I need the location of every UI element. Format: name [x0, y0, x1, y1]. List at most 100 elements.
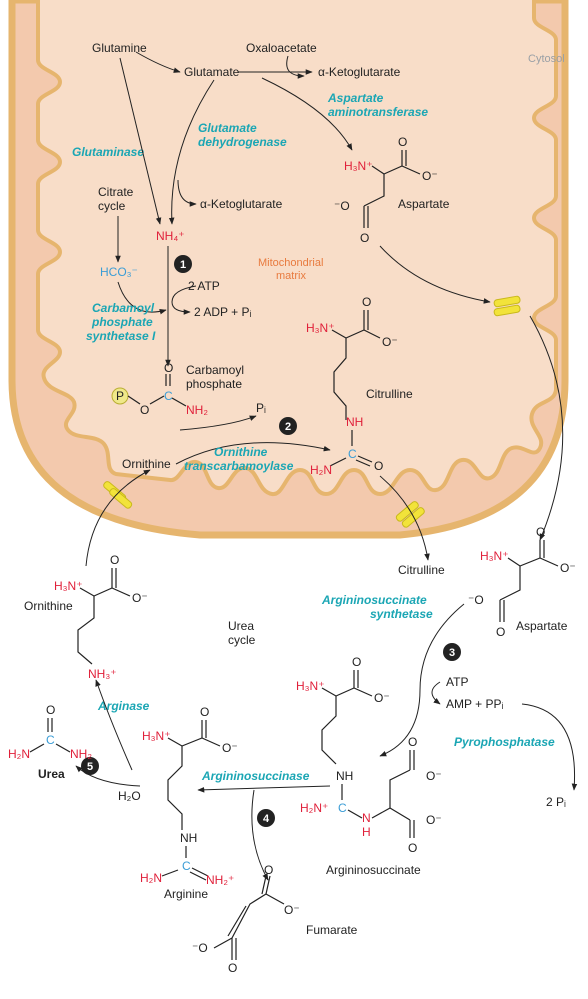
two-pi-label: 2 Pᵢ: [546, 795, 566, 809]
step-5-marker: [81, 757, 99, 775]
urea-label: Urea: [38, 767, 65, 781]
transporter-ornithine: [103, 481, 133, 509]
water-label: H₂O: [118, 789, 141, 803]
glutamate-label: Glutamate: [184, 65, 240, 79]
aspartate-aminotransferase-label-1: Aspartate: [327, 91, 384, 105]
ornithine-cytosol-structure: H₃N⁺ O O⁻ NH₃⁺: [54, 553, 148, 681]
transporter-aspartate: [493, 295, 521, 317]
svg-text:O: O: [408, 735, 417, 749]
arrow-glutamate-nh4: [168, 79, 215, 225]
citrulline-mito-label: Citrulline: [366, 387, 413, 401]
svg-text:O: O: [352, 655, 361, 669]
urea-cycle-label-2: cycle: [228, 633, 256, 647]
svg-text:⁻O: ⁻O: [192, 941, 208, 955]
step-4-marker: [257, 809, 275, 827]
atp-label: ATP: [446, 675, 468, 689]
glutamate-dehydrogenase-label-2: dehydrogenase: [198, 135, 287, 149]
svg-text:O: O: [140, 403, 149, 417]
svg-text:O: O: [536, 525, 545, 539]
svg-text:O: O: [362, 295, 371, 309]
svg-text:NH₂: NH₂: [70, 747, 92, 761]
urea-cycle-label-1: Urea: [228, 619, 254, 633]
arrow-to-akg2: [177, 179, 197, 207]
carbamoyl-phosphate-label-2: phosphate: [186, 377, 242, 391]
carbamoyl-phosphate-label-1: Carbamoyl: [186, 363, 244, 377]
svg-text:H₂N: H₂N: [310, 463, 332, 477]
arrow-glutamine-glutamate: [135, 51, 181, 73]
oxaloacetate-label: Oxaloacetate: [246, 41, 317, 55]
matrix-label-1: Mitochondrial: [258, 257, 323, 269]
svg-text:H₃N⁺: H₃N⁺: [54, 579, 83, 593]
aspartate-mito-structure: H₃N⁺ O O⁻ ⁻O O: [334, 135, 438, 245]
svg-text:⁻O: ⁻O: [468, 593, 484, 607]
svg-text:O: O: [164, 361, 173, 375]
citrulline-mito-structure: H₃N⁺ O O⁻ NH C O H₂N: [306, 295, 398, 477]
svg-text:O: O: [200, 705, 209, 719]
urea-structure: O C H₂N NH₂: [8, 703, 92, 761]
svg-text:O⁻: O⁻: [426, 813, 442, 827]
svg-text:O: O: [408, 841, 417, 855]
arrow-to-argininosuccinate: [379, 603, 465, 757]
arrow-release-pi: [179, 415, 257, 431]
argininosuccinate-structure: H₃N⁺ O O⁻ NH C H₂N⁺ N H O O⁻ O O⁻: [296, 655, 442, 855]
arrow-atp-amp: [431, 681, 441, 705]
bicarbonate-label: HCO₃⁻: [100, 265, 138, 279]
otc-label-2: transcarbamoylase: [184, 459, 294, 473]
arrow-arginine-ornithine: [95, 679, 133, 771]
cps-label-2: phosphate: [91, 315, 153, 329]
arrow-aspartate-cytosol: [529, 315, 564, 541]
aspartate-cytosol-structure: H₃N⁺ O O⁻ ⁻O O: [468, 525, 576, 639]
step-4-number: 4: [263, 813, 270, 825]
step-3-number: 3: [449, 647, 455, 659]
cytosol-label: Cytosol: [528, 53, 565, 65]
arrow-to-fumarate: [251, 789, 269, 881]
svg-text:NH₂: NH₂: [186, 403, 208, 417]
svg-text:O: O: [398, 135, 407, 149]
arrow-to-urea: [75, 765, 141, 787]
arrow-glutamine-nh4: [119, 57, 162, 225]
amp-ppi-label: AMP + PPᵢ: [446, 697, 503, 711]
svg-text:NH₂⁺: NH₂⁺: [206, 873, 234, 887]
svg-text:O⁻: O⁻: [374, 691, 390, 705]
svg-text:C: C: [182, 859, 191, 873]
glutaminase-label: Glutaminase: [72, 145, 144, 159]
svg-text:H₃N⁺: H₃N⁺: [306, 321, 335, 335]
svg-text:H: H: [362, 825, 371, 839]
svg-text:C: C: [338, 801, 347, 815]
alpha-ketoglutarate-lower-label: α-Ketoglutarate: [200, 197, 283, 211]
svg-text:O: O: [374, 459, 383, 473]
step-5-number: 5: [87, 761, 93, 773]
ornithine-mito-label: Ornithine: [122, 457, 171, 471]
citrulline-cytosol-label: Citrulline: [398, 563, 445, 577]
step-1-number: 1: [180, 259, 186, 271]
arginine-structure: H₃N⁺ O O⁻ NH C H₂N NH₂⁺: [140, 705, 238, 887]
citrate-cycle-label-2: cycle: [98, 199, 126, 213]
two-atp-label: 2 ATP: [188, 279, 220, 293]
pyrophosphatase-label: Pyrophosphatase: [454, 735, 555, 749]
ornithine-cytosol-label: Ornithine: [24, 599, 73, 613]
svg-text:O⁻: O⁻: [132, 591, 148, 605]
svg-text:H₃N⁺: H₃N⁺: [296, 679, 325, 693]
ammonium-label: NH₄⁺: [156, 229, 185, 243]
svg-text:C: C: [164, 389, 173, 403]
svg-text:O: O: [228, 961, 237, 975]
svg-text:O: O: [264, 863, 273, 877]
aspartate-mito-label: Aspartate: [398, 197, 450, 211]
arrow-ornithine-import: [85, 469, 151, 567]
step-3-marker: [443, 643, 461, 661]
svg-text:N: N: [362, 811, 371, 825]
svg-text:H₃N⁺: H₃N⁺: [344, 159, 373, 173]
citrate-cycle-label-1: Citrate: [98, 185, 134, 199]
svg-text:O: O: [496, 625, 505, 639]
svg-text:⁻O: ⁻O: [334, 199, 350, 213]
matrix-label-2: matrix: [276, 270, 306, 282]
mitochondrion-inner-membrane: [36, 0, 558, 497]
fumarate-label: Fumarate: [306, 923, 358, 937]
svg-text:C: C: [46, 733, 55, 747]
arginase-label: Arginase: [97, 699, 150, 713]
carbamoyl-phosphate-structure: P O C O NH₂: [111, 361, 208, 417]
argininosuccinase-label: Argininosuccinase: [201, 769, 310, 783]
arrow-oxaloacetate: [286, 55, 305, 79]
arrow-ornithine-citrulline: [175, 442, 331, 465]
